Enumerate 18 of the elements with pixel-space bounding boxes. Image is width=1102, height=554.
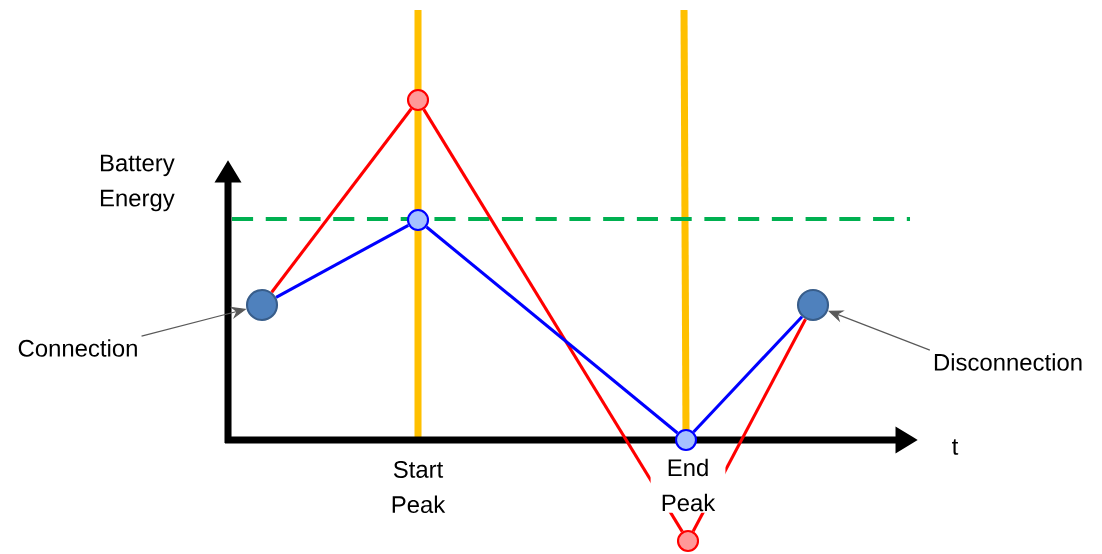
line-segment (692, 315, 804, 433)
line-segment (425, 225, 679, 435)
data-point (406, 88, 430, 112)
axis-title: Battery Energy (100, 154, 175, 212)
line-segment (422, 108, 684, 533)
data-point (406, 208, 430, 232)
peak-label: Start Peak (392, 460, 446, 514)
callout-text: Connection (18, 339, 137, 357)
line-segment (275, 223, 410, 299)
peak-label: End Peak (650, 457, 726, 513)
leader-line (828, 310, 931, 351)
line-segment (270, 107, 413, 294)
data-point (676, 529, 700, 553)
callout-text: Disconnection (934, 353, 1082, 371)
data-point (674, 428, 698, 452)
data-point (245, 288, 279, 322)
data-point (796, 288, 830, 322)
axis-title: t (952, 439, 959, 455)
